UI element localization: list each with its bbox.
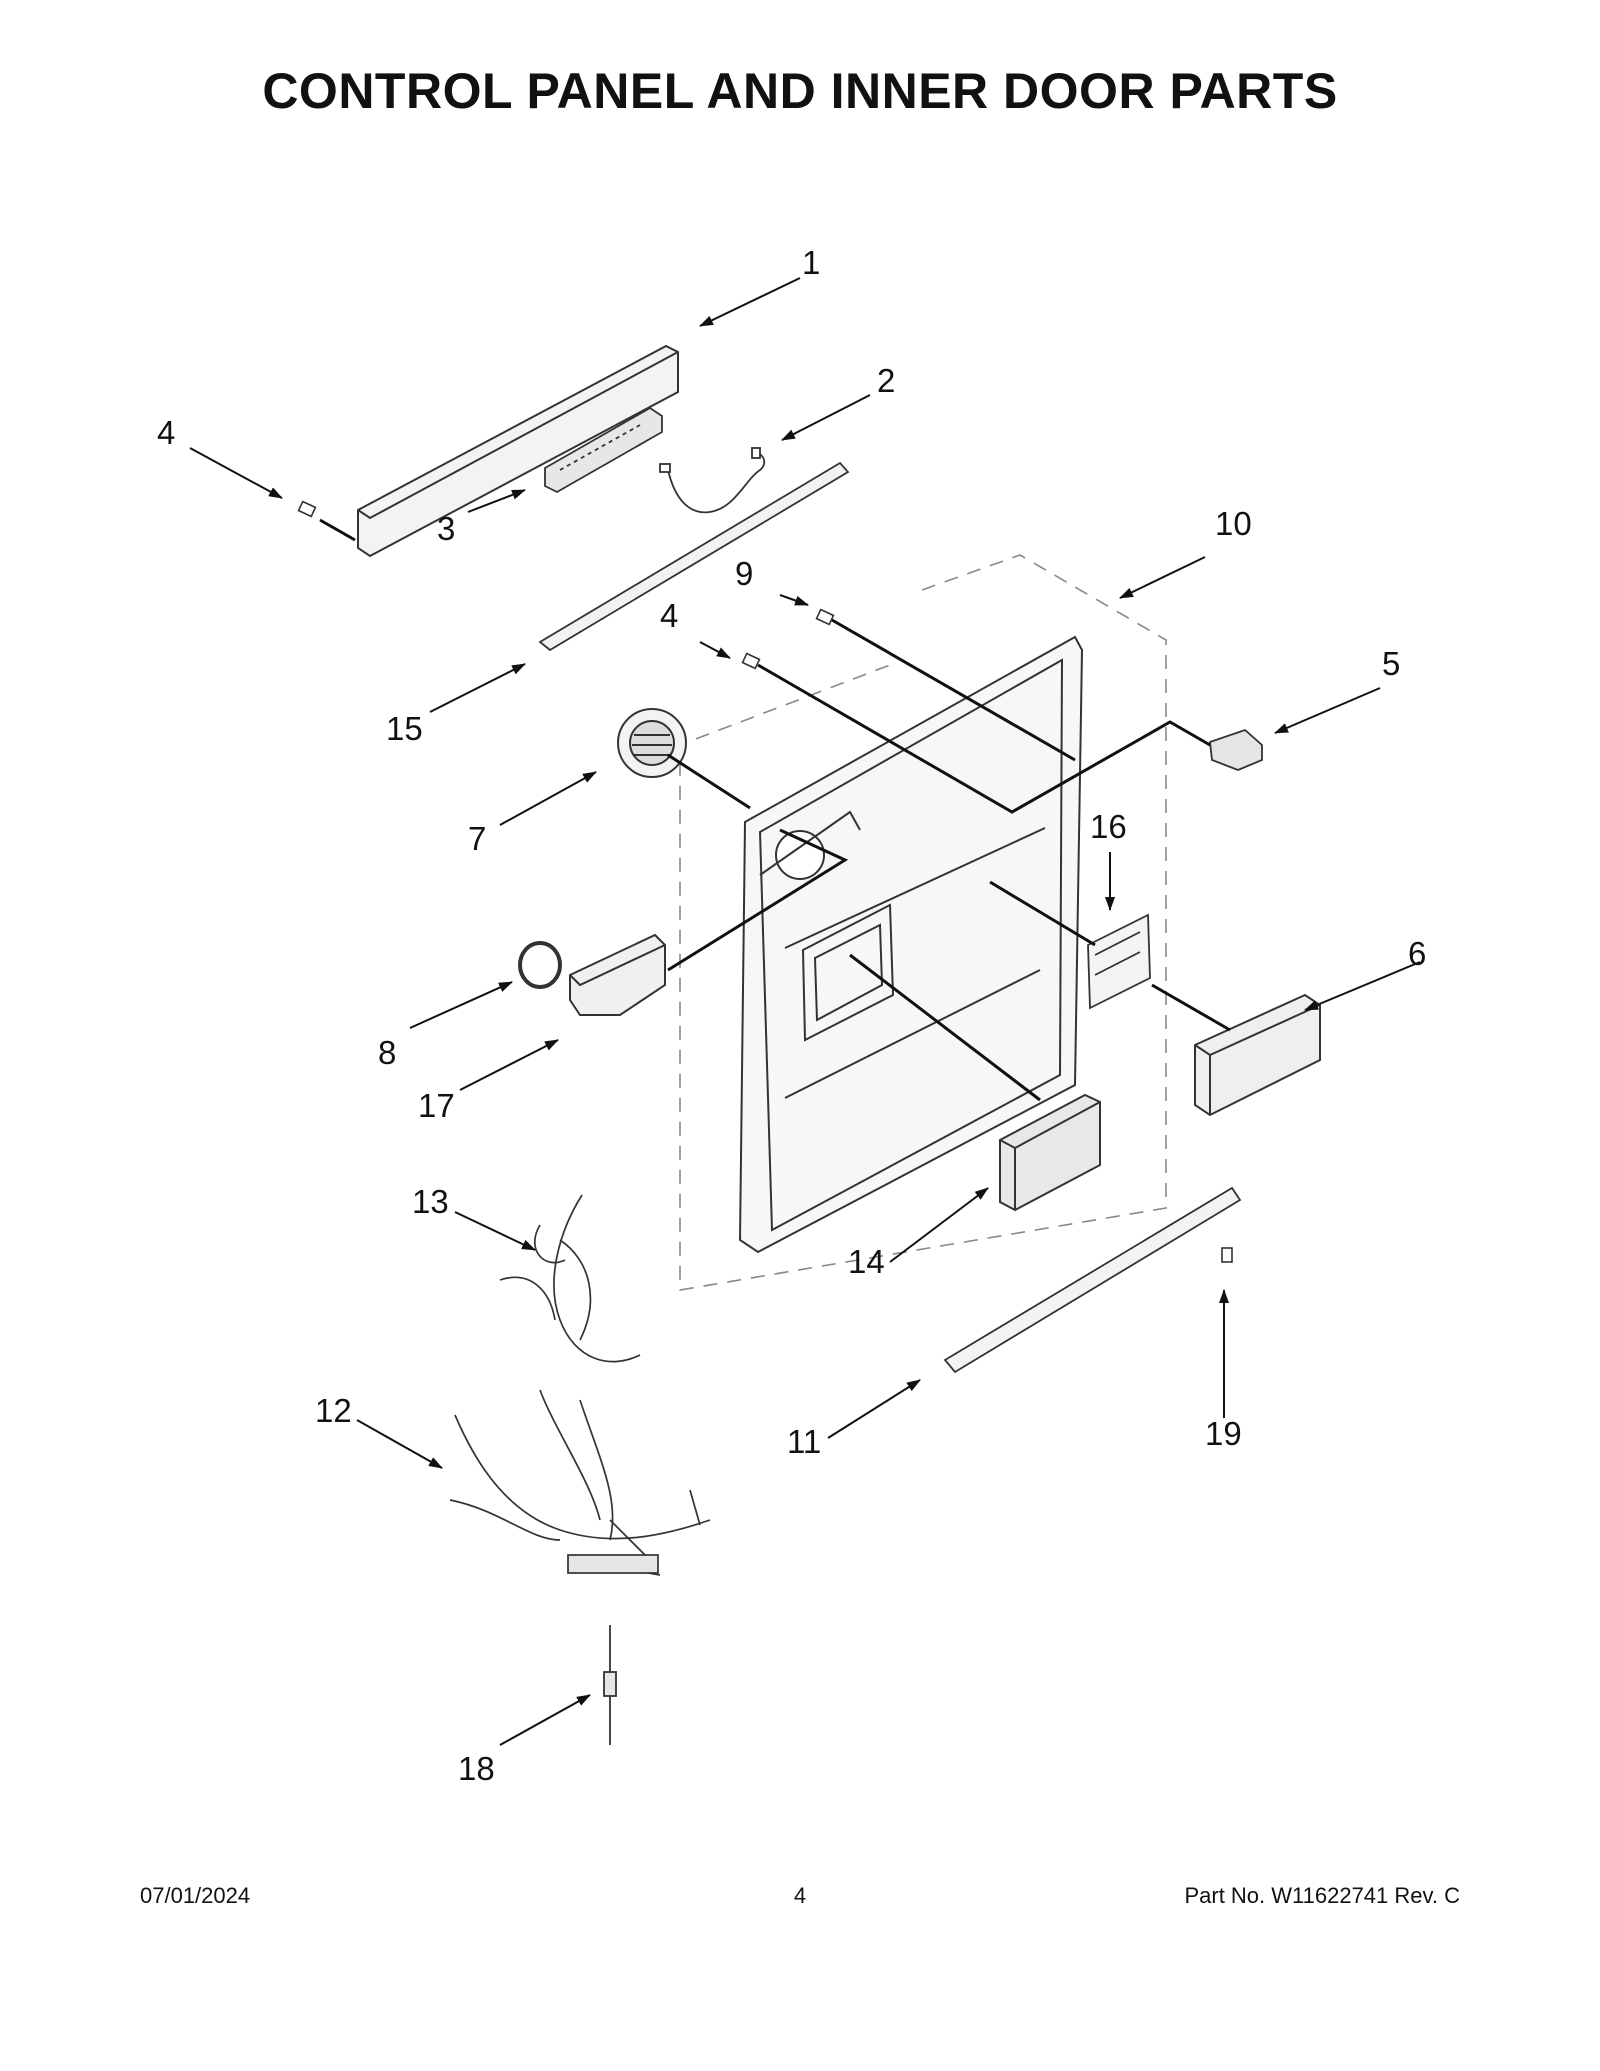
- callout-11: 11: [787, 1423, 821, 1460]
- callout-6: 6: [1408, 935, 1426, 972]
- gasket-strip: [538, 461, 850, 652]
- wire-harnesses: [449, 1194, 711, 1576]
- thermal-fuse: [603, 1625, 617, 1745]
- inner-door-panel: [738, 635, 1084, 1254]
- callout-13: 13: [412, 1183, 449, 1220]
- footer-page-number: 4: [793, 1883, 807, 1908]
- hinge-bracket: [1087, 913, 1151, 1010]
- callout-7: 7: [468, 820, 486, 857]
- callout-1: 1: [802, 244, 820, 281]
- callout-10: 10: [1215, 505, 1252, 542]
- callout-18: 18: [458, 1750, 495, 1787]
- leader-arrows: [189, 277, 1421, 1746]
- bottom-rail: [943, 1186, 1242, 1374]
- callout-labels: 1 2 3 4 4 5 6 7 8 9 10 11 12 13 14 15 16…: [157, 244, 1426, 1787]
- callout-16: 16: [1090, 808, 1127, 845]
- callout-12: 12: [315, 1392, 352, 1429]
- callout-8: 8: [378, 1034, 396, 1071]
- vent-housing: [518, 933, 666, 1016]
- callout-5: 5: [1382, 645, 1400, 682]
- connector-lines: [319, 518, 1231, 1102]
- console-bar: [357, 344, 679, 558]
- callout-9: 9: [735, 555, 753, 592]
- screw-parts: [297, 500, 1233, 1263]
- control-module: [999, 1093, 1101, 1212]
- callout-2: 2: [877, 362, 895, 399]
- callout-14: 14: [848, 1243, 885, 1280]
- footer-part-number: Part No. W11622741 Rev. C: [1184, 1883, 1460, 1908]
- callout-3: 3: [437, 510, 455, 547]
- ui-wire: [659, 447, 766, 514]
- vent-part: [617, 708, 687, 778]
- footer-date: 07/01/2024: [140, 1883, 251, 1908]
- callout-4a: 4: [157, 414, 175, 451]
- door-latch: [1209, 728, 1263, 771]
- detergent-dispenser: [1194, 993, 1321, 1117]
- callout-15: 15: [386, 710, 423, 747]
- callout-17: 17: [418, 1087, 455, 1124]
- page-title: CONTROL PANEL AND INNER DOOR PARTS: [262, 63, 1338, 119]
- callout-4b: 4: [660, 597, 678, 634]
- ui-board: [544, 406, 663, 494]
- callout-19: 19: [1205, 1415, 1242, 1452]
